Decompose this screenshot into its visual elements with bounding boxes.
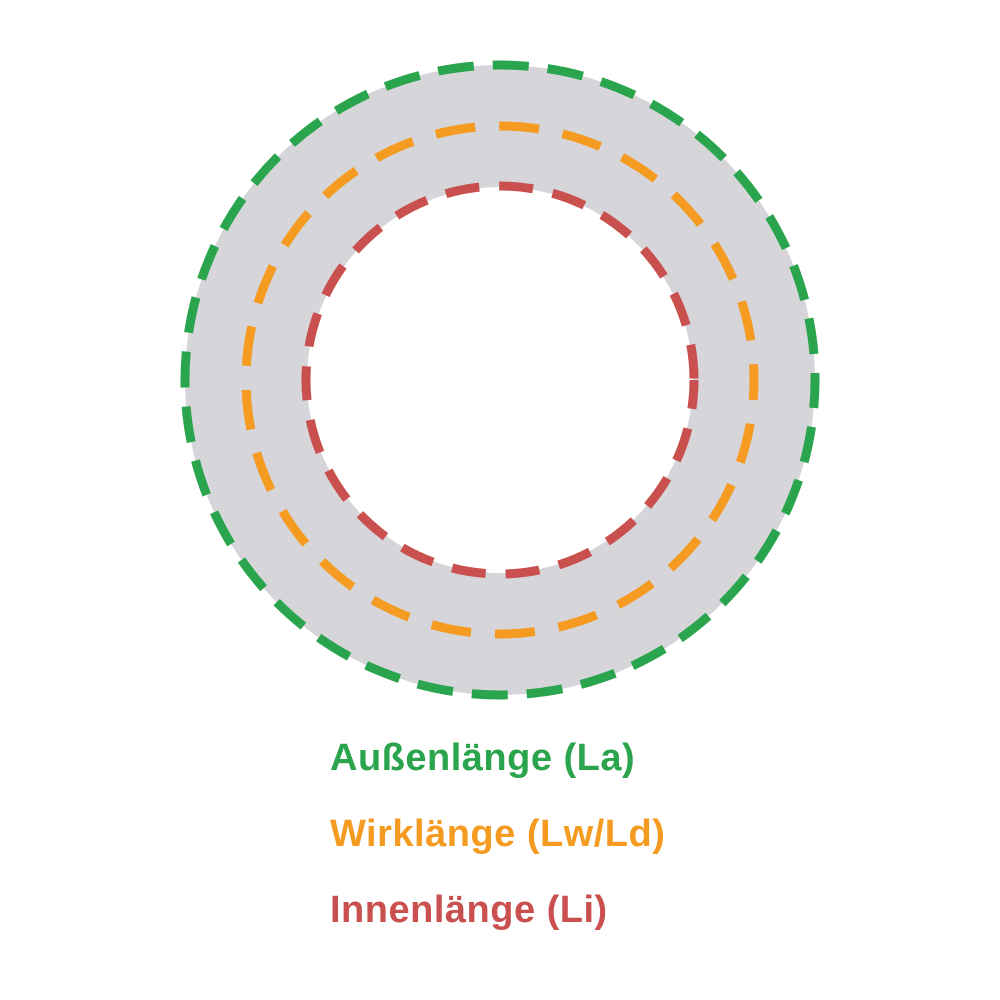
effective-length-circle [241, 121, 759, 639]
legend: Außenlänge (La) Wirklänge (Lw/Ld) Innenl… [330, 738, 970, 966]
legend-effective-length-label: Wirklänge (Lw/Ld) [330, 813, 666, 855]
outer-length-circle [180, 60, 820, 700]
legend-outer-length-label: Außenlänge (La) [330, 737, 636, 779]
inner-length-circle [301, 181, 699, 579]
legend-inner-length-label: Innenlänge (Li) [330, 889, 608, 931]
